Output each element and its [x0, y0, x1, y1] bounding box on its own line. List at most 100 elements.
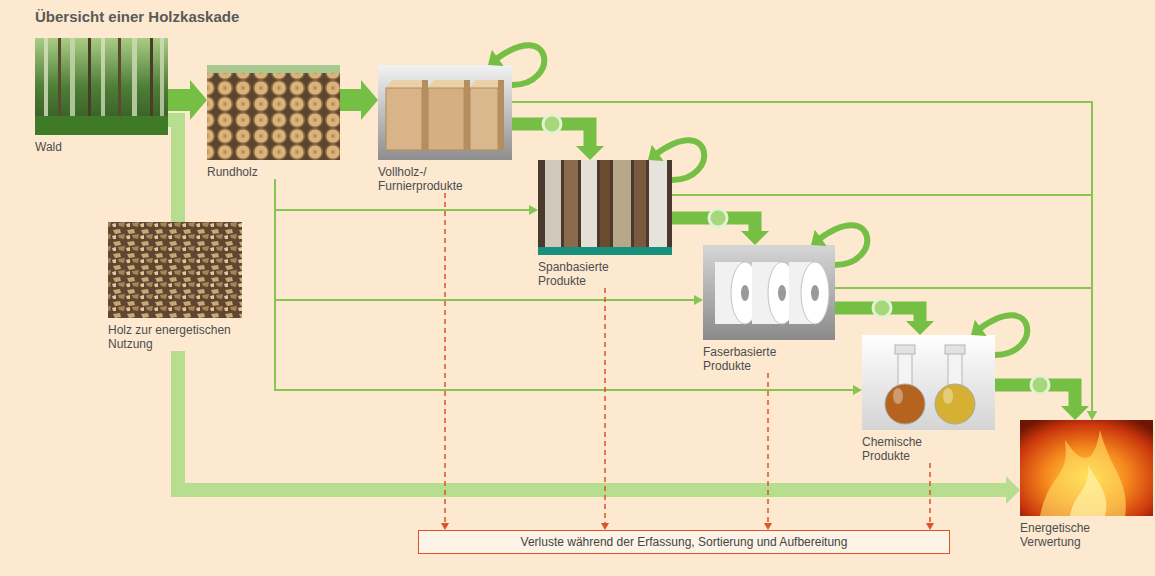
image-node: Energetische Verwertung	[1020, 420, 1153, 549]
picture-slot	[108, 222, 248, 318]
svg-rect	[945, 345, 965, 354]
svg-rect	[58, 38, 61, 128]
arrow-line	[835, 288, 1092, 412]
arrow-line	[275, 179, 695, 300]
particle-board-picture	[538, 160, 672, 255]
solid-wood-picture	[378, 65, 512, 160]
loop-line	[979, 315, 1027, 355]
diagram-title: Übersicht einer Holzkaskade	[35, 8, 239, 25]
svg-rect	[464, 80, 470, 150]
svg-rect	[545, 160, 561, 247]
arrow-head	[694, 295, 703, 305]
svg-rect	[862, 335, 995, 430]
node-caption: Rundholz	[207, 165, 340, 179]
svg-rect	[70, 38, 75, 128]
node-caption: Spanbasierte Produkte	[538, 260, 628, 288]
svg-ellipse	[778, 285, 786, 301]
flow-arrow	[672, 195, 1097, 420]
svg-rect	[470, 88, 498, 150]
node-caption: Chemische Produkte	[862, 435, 942, 463]
arrow-head	[1061, 406, 1089, 420]
svg-rect	[378, 65, 512, 160]
svg-ellipse	[811, 285, 819, 301]
svg-rect	[898, 352, 912, 386]
picture-slot	[1020, 420, 1153, 516]
svg-rect	[600, 160, 610, 247]
svg-rect	[101, 38, 105, 128]
svg-ellipse	[741, 285, 749, 301]
arrow-head	[971, 320, 987, 336]
loop-line	[819, 225, 867, 265]
picture-slot	[862, 335, 995, 430]
svg-ellipse	[801, 262, 829, 324]
arrow-head	[441, 523, 449, 530]
image-node: Chemische Produkte	[862, 335, 995, 463]
arrow-line	[275, 179, 854, 390]
node-caption: Holz zur energetischen Nutzung	[108, 323, 248, 351]
svg-circle	[1031, 376, 1049, 394]
flow-arrow	[168, 120, 178, 222]
loop-line	[656, 140, 704, 180]
image-node: Wald	[35, 38, 168, 154]
svg-rect	[160, 38, 164, 128]
svg-rect	[422, 80, 428, 150]
svg-circle	[935, 384, 975, 424]
arrow-head	[764, 523, 772, 530]
svg-rect	[44, 38, 48, 128]
picture-slot	[703, 245, 835, 340]
svg-circle	[543, 115, 561, 133]
svg-rect	[207, 65, 340, 160]
loss-label: Verluste während der Erfassung, Sortieru…	[427, 535, 941, 549]
svg-rect	[948, 352, 962, 386]
svg-ellipse	[943, 388, 953, 404]
picture-slot	[378, 65, 512, 160]
svg-rect	[88, 38, 91, 128]
image-node: Faserbasierte Produkte	[703, 245, 835, 373]
flow-arrow	[811, 225, 867, 265]
svg-rect	[613, 160, 631, 247]
recycling-symbol	[543, 115, 1049, 394]
flow-arrow	[601, 288, 609, 530]
svg-polygon	[428, 80, 470, 88]
svg-rect	[150, 38, 153, 128]
svg-rect	[581, 160, 597, 247]
svg-circle	[709, 209, 727, 227]
arrow-line	[340, 89, 364, 111]
arrow-line	[444, 193, 446, 524]
svg-rect	[498, 80, 504, 150]
image-node: Rundholz	[207, 65, 340, 179]
forest-picture	[35, 38, 168, 135]
svg-rect	[895, 345, 915, 354]
arrow-head	[853, 385, 862, 395]
image-node: Spanbasierte Produkte	[538, 160, 672, 288]
svg-ellipse	[893, 388, 903, 404]
flow-arrow	[275, 179, 703, 305]
svg-rect	[428, 88, 464, 150]
arrow-line	[168, 89, 193, 111]
arrow-line	[168, 120, 178, 222]
flow-arrow	[926, 463, 934, 530]
svg-rect	[132, 38, 137, 128]
arrow-line	[512, 102, 1092, 412]
arrow-head	[926, 523, 934, 530]
svg-path	[1070, 465, 1106, 516]
paper-rolls-picture	[703, 245, 835, 340]
flow-arrow	[340, 80, 378, 120]
svg-rect	[564, 160, 578, 247]
arrow-head	[906, 321, 934, 335]
flow-arrow	[512, 102, 1097, 420]
svg-rect	[649, 160, 667, 247]
svg-rect	[538, 160, 672, 255]
svg-rect	[35, 38, 168, 135]
svg-rect	[1020, 420, 1153, 516]
wood-chips-picture	[108, 222, 242, 318]
flow-arrow	[488, 45, 544, 85]
picture-slot	[35, 38, 168, 135]
arrow-head	[1087, 411, 1097, 420]
svg-rect	[634, 160, 646, 247]
arrow-head	[529, 205, 538, 215]
picture-slot	[538, 160, 672, 255]
image-node: Holz zur energetischen Nutzung	[108, 222, 248, 351]
